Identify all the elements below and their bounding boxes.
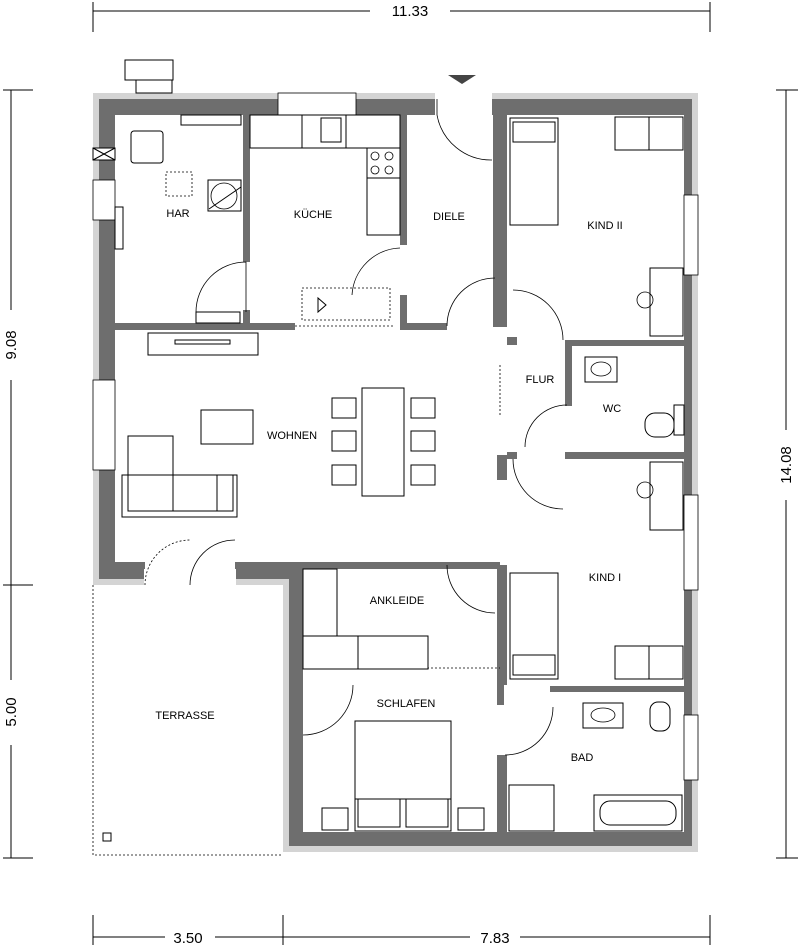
terrace-outline — [92, 585, 283, 856]
room-label-wohnen: WOHNEN — [267, 430, 317, 442]
room-label-schlafen: SCHLAFEN — [377, 698, 436, 710]
interior-walls — [115, 99, 684, 835]
room-label-kind-2: KIND II — [587, 220, 622, 232]
room-label-kind-1: KIND I — [589, 572, 621, 584]
room-label-bad: BAD — [571, 752, 594, 764]
dimension-right-total: 14.08 — [778, 446, 795, 484]
outer-walls — [92, 92, 699, 852]
doors — [144, 99, 568, 756]
room-label-kueche: KÜCHE — [294, 209, 333, 221]
room-label-wc: WC — [603, 403, 621, 415]
dimension-top-width: 11.33 — [392, 3, 428, 20]
room-label-ankleide: ANKLEIDE — [370, 595, 424, 607]
room-label-diele: DIELE — [433, 211, 465, 223]
furniture — [114, 59, 685, 832]
room-label-terrasse: TERRASSE — [155, 710, 214, 722]
dimension-left-upper: 9.08 — [3, 330, 20, 359]
room-label-flur: FLUR — [526, 374, 555, 386]
room-label-har: HAR — [166, 208, 189, 220]
dimension-bottom-right: 7.83 — [480, 930, 509, 947]
dimension-left-lower: 5.00 — [3, 697, 20, 726]
dimension-bottom-left: 3.50 — [173, 930, 202, 947]
dimension-lines — [3, 2, 798, 945]
